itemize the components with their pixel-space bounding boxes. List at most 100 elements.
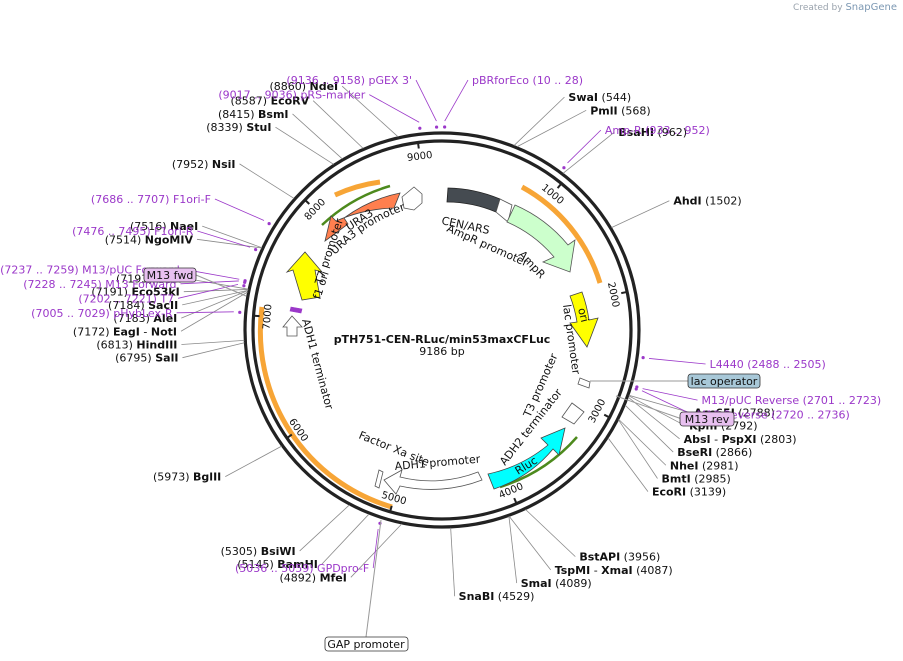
primer-label[interactable]: (7686 .. 7707) F1ori-F: [91, 193, 211, 206]
feature-direction-arc: [520, 184, 603, 284]
tick-mark: [304, 199, 310, 205]
primer-binding-mark: [443, 125, 447, 129]
primer-leader-line: [176, 311, 234, 314]
restriction-site-label[interactable]: BseRI (2866): [677, 446, 752, 459]
primer-label[interactable]: (9136 .. 9158) pGEX 3': [286, 74, 412, 87]
primer-binding-mark: [641, 356, 645, 360]
primer-label[interactable]: (7237 .. 7259) M13/pUC Forward: [0, 263, 180, 276]
site-leader-line: [525, 509, 576, 557]
restriction-site-label[interactable]: (4892) MfeI: [279, 571, 346, 584]
site-position: (8587): [231, 95, 271, 108]
primer-label[interactable]: (9017 .. 9036) pRS-marker: [218, 89, 365, 102]
site-leader-line: [321, 513, 370, 565]
restriction-site-label[interactable]: (8339) StuI: [206, 121, 271, 134]
primer-label[interactable]: (7005 .. 7029) pHybLex-R: [31, 307, 173, 320]
site-position: (2985): [691, 472, 731, 485]
primer-binding-mark: [254, 247, 258, 252]
site-leader-line: [202, 225, 263, 249]
site-leader-line: [341, 85, 399, 138]
site-position: (2788): [735, 406, 775, 419]
site-leader-line: [611, 200, 670, 228]
site-position: (7952): [172, 158, 212, 171]
site-position: -: [140, 325, 151, 338]
site-position: (7172): [73, 325, 113, 338]
restriction-site-label[interactable]: (8415) BsmI: [218, 108, 289, 121]
site-position: (6795): [115, 352, 155, 365]
restriction-site-label[interactable]: (7514) NgoMIV: [105, 233, 194, 246]
site-leader-line: [627, 396, 680, 440]
primer-leader-line: [649, 358, 706, 365]
primer-binding-mark: [267, 222, 271, 226]
primer-label[interactable]: Amp-R (933 .. 952): [605, 124, 710, 137]
site-leader-line: [624, 404, 674, 453]
feature-adh2-terminator: [561, 402, 585, 425]
site-position: (3139): [686, 486, 726, 499]
enzyme-name: EcoRI: [652, 486, 686, 499]
restriction-site-label[interactable]: (6795) SalI: [115, 352, 178, 365]
primer-label[interactable]: (7228 .. 7245) M13 Forward: [23, 278, 176, 291]
primer-leader-line: [642, 388, 698, 401]
primer-label[interactable]: (7202 .. 7221) T7: [78, 292, 174, 305]
site-position: (7183): [113, 312, 153, 325]
enzyme-name: BsiWI: [261, 545, 296, 558]
restriction-site-label[interactable]: (7952) NsiI: [172, 158, 236, 171]
restriction-site-label[interactable]: SwaI (544): [568, 91, 631, 104]
primer-label[interactable]: pBRforEco (10 .. 28): [472, 74, 583, 87]
restriction-site-label[interactable]: (7184) SacII: [108, 299, 178, 312]
restriction-site-label[interactable]: PmlI (568): [590, 104, 650, 117]
restriction-site-label[interactable]: (8587) EcoRV: [231, 95, 310, 108]
feature-f1-ori: [285, 251, 324, 301]
restriction-site-label[interactable]: (5973) BglII: [153, 471, 221, 484]
enzyme-name: BseRI: [677, 446, 712, 459]
site-position: (2866): [712, 446, 752, 459]
primer-label[interactable]: M13/pUC Reverse (2701 .. 2723): [702, 394, 882, 407]
site-position: (4529): [494, 590, 534, 603]
restriction-site-label[interactable]: (7183) AleI: [113, 312, 177, 325]
restriction-site-label[interactable]: (5305) BsiWI: [221, 545, 296, 558]
enzyme-name: BsaHI: [618, 126, 654, 139]
restriction-site-label[interactable]: (7191) Eco53kI: [91, 286, 179, 299]
tick-label: 3000: [587, 397, 609, 425]
site-leader-line: [607, 437, 649, 492]
feature-cen-ars: [446, 187, 501, 213]
restriction-site-label[interactable]: BsaHI (962): [618, 126, 687, 139]
primer-binding-mark: [243, 280, 247, 284]
primer-label[interactable]: M13 Reverse (2720 .. 2736): [697, 409, 850, 422]
primer-leader-line: [180, 280, 239, 285]
tick-mark: [556, 182, 563, 189]
primer-label[interactable]: (7476 .. 7495) F1ori-R: [72, 225, 194, 238]
primer-binding-mark: [434, 125, 439, 129]
restriction-site-label[interactable]: (7516) NaeI: [130, 220, 198, 233]
enzyme-name: SacII: [148, 299, 178, 312]
restriction-site-label[interactable]: AbsI - PspXI (2803): [684, 433, 797, 446]
enzyme-name: PspXI: [722, 433, 757, 446]
site-leader-line: [562, 131, 615, 174]
restriction-site-label[interactable]: SmaI (4089): [521, 577, 592, 590]
enzyme-name: Eco53kI: [131, 286, 179, 299]
restriction-site-label[interactable]: (5145) BamHI: [237, 558, 318, 571]
restriction-site-label[interactable]: (7172) EagI - NotI: [73, 325, 177, 338]
site-leader-line: [181, 290, 249, 319]
feature-adh1-promoter: [383, 469, 483, 495]
restriction-site-label[interactable]: (6813) HindIII: [96, 338, 177, 351]
site-leader-line: [618, 419, 658, 479]
snapgene-credit: Created by SnapGene: [793, 2, 897, 13]
enzyme-name: BamHI: [277, 558, 318, 571]
restriction-site-label[interactable]: BmtI (2985): [662, 472, 731, 485]
primer-label[interactable]: (5036 .. 5059) GPDpro-F: [235, 562, 369, 575]
restriction-site-label[interactable]: SnaBI (4529): [459, 590, 535, 603]
site-leader-line: [292, 113, 343, 160]
primer-label[interactable]: L4440 (2488 .. 2505): [710, 358, 826, 371]
restriction-site-label[interactable]: EcoRI (3139): [652, 486, 726, 499]
restriction-site-label[interactable]: (8860) NdeI: [269, 80, 338, 93]
tick-mark: [603, 413, 611, 419]
site-leader-line: [182, 289, 249, 306]
restriction-site-label[interactable]: TspMI - XmaI (4087): [555, 564, 673, 577]
restriction-site-label[interactable]: NheI (2981): [670, 459, 739, 472]
restriction-site-label[interactable]: AhdI (1502): [673, 195, 741, 208]
enzyme-name: EagI: [113, 325, 140, 338]
enzyme-name: HindIII: [136, 338, 177, 351]
primer-leader-line: [372, 528, 379, 569]
restriction-site-label[interactable]: BstAPI (3956): [579, 551, 660, 564]
